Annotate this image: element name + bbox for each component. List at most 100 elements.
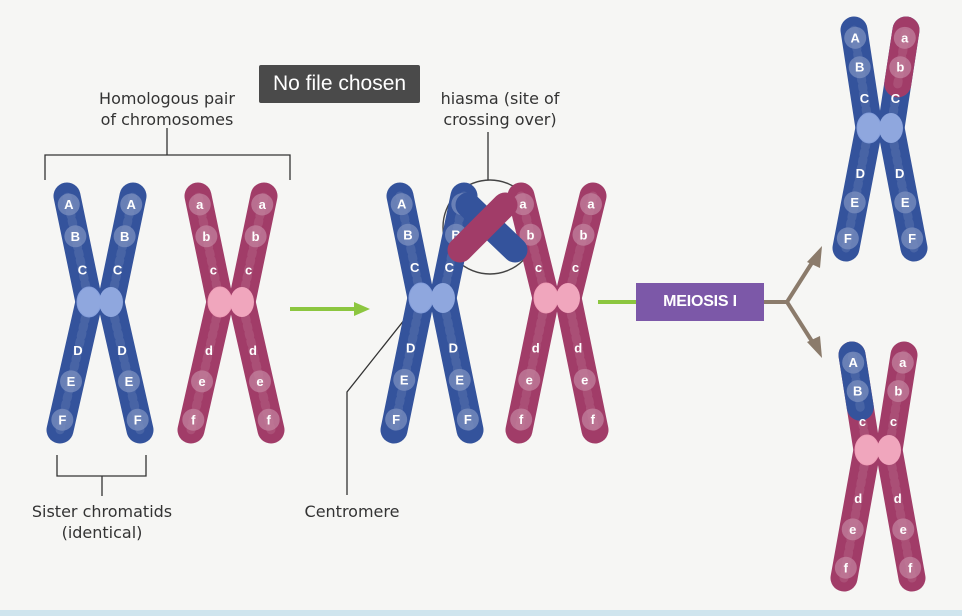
product-bottom-chromatid-right-band-b bbox=[887, 380, 910, 403]
pink-chromosome-1-chromatid-left-gene-e: e bbox=[198, 374, 205, 389]
pink-chromosome-1-chromatid-left-band-e bbox=[191, 370, 214, 393]
product-bottom-chromatid-left-band-e bbox=[841, 518, 864, 541]
pink-chromosome-2-chromatid-right-gene-f: f bbox=[591, 412, 596, 427]
pink-chromosome-1-chromatid-right-gene-d: d bbox=[249, 343, 257, 358]
product-bottom-chromatid-left-lower-arm-texture bbox=[839, 445, 872, 583]
product-bottom-chromatid-right-gene-a: a bbox=[899, 355, 907, 370]
blue-chromosome-2-chromatid-right-gene-B: B bbox=[451, 227, 460, 242]
pink-chromosome-2-chromatid-right-band-a bbox=[580, 193, 602, 216]
product-top-centromere-left bbox=[856, 112, 882, 144]
product-top-chromatid-right-band-F bbox=[901, 227, 924, 250]
pink-chromosome-1-chromatid-right-gene-c: c bbox=[245, 263, 252, 278]
brown-arrow-up-head bbox=[807, 246, 822, 268]
green-arrow-head-1 bbox=[354, 302, 370, 316]
blue-chromosome-1-chromatid-left-lower-arm-texture bbox=[55, 297, 94, 435]
sister-chromatids-label: Sister chromatids (identical) bbox=[20, 501, 184, 543]
blue-chromosome-2-chromatid-right-band-E bbox=[448, 368, 471, 391]
blue-chromosome-2-chromatid-right-gene-F: F bbox=[464, 412, 472, 427]
product-bottom-chromatid-left-band-B bbox=[846, 380, 869, 403]
blue-chromosome-2-centromere-right bbox=[431, 283, 455, 313]
product-bottom-chromatid-left-gene-f: f bbox=[844, 560, 849, 575]
pink-chromosome-1-chromatid-left-lower-arm-texture bbox=[186, 297, 225, 435]
product-top-chromatid-right-band-a bbox=[893, 26, 916, 49]
product-bottom-chromatid-right-lower-arm-texture bbox=[884, 445, 917, 583]
pink-chromosome-1-chromatid-left-band-a bbox=[188, 193, 211, 216]
homologous-bracket bbox=[44, 154, 291, 180]
product-top-chromatid-right-band-E bbox=[894, 191, 917, 214]
blue-chromosome-1-chromatid-right-gene-D: D bbox=[117, 343, 126, 358]
blue-chromosome-2-chromatid-right-lower-arm-texture bbox=[438, 293, 475, 435]
pink-chromosome-1-chromatid-left-gene-c: c bbox=[210, 263, 217, 278]
product-top-chromatid-left-band-E bbox=[843, 191, 866, 214]
blue-chromosome-1-chromatid-right-band-E bbox=[117, 370, 140, 393]
blue-chromosome-1-chromatid-right-gene-E: E bbox=[125, 374, 134, 389]
product-top-chromatid-left-band-F bbox=[836, 227, 859, 250]
pink-chromosome-2-chromatid-left-gene-f: f bbox=[519, 412, 524, 427]
blue-chromosome-2-chromatid-left-gene-C: C bbox=[410, 260, 420, 275]
sister-bracket bbox=[56, 455, 147, 477]
pink-chromosome-1-chromatid-left-gene-b: b bbox=[202, 229, 210, 244]
centromere-pointer bbox=[346, 299, 421, 495]
blue-chromosome-1-chromatid-left-gene-A: A bbox=[64, 197, 74, 212]
blue-chromosome-1-chromatid-left-gene-C: C bbox=[78, 263, 88, 278]
blue-chromosome-1-chromatid-right-lower-arm-texture bbox=[106, 297, 145, 435]
blue-chromosome-1-chromatid-left-gene-F: F bbox=[58, 412, 66, 427]
pink-chromosome-2-chromatid-left-gene-c: c bbox=[535, 260, 542, 275]
product-bottom-chromatid-left-gene-e: e bbox=[849, 522, 856, 537]
pink-chromosome-1-chromatid-left-gene-a: a bbox=[196, 197, 204, 212]
blue-chromosome-1-chromatid-right-gene-B: B bbox=[120, 229, 129, 244]
product-bottom-chromatid-right-band-f bbox=[899, 556, 922, 579]
product-top-chromatid-right-gene-E: E bbox=[901, 195, 910, 210]
pink-chromosome-1-chromatid-right-gene-e: e bbox=[256, 374, 263, 389]
chiasma-label: hiasma (site of crossing over) bbox=[432, 88, 568, 130]
pink-chromosome-2-chromatid-right-gene-d: d bbox=[574, 341, 582, 356]
blue-chromosome-1-chromatid-left-band-F bbox=[51, 408, 74, 431]
product-bottom-chromatid-right-band-a bbox=[891, 351, 914, 374]
pink-chromosome-2-chromatid-left-gene-e: e bbox=[526, 372, 533, 387]
blue-chromosome-1-centromere-right bbox=[99, 287, 123, 317]
pink-chromosome-1-chromatid-right-band-b bbox=[244, 225, 267, 248]
pink-chromosome-2-chromatid-right-gene-e: e bbox=[581, 372, 588, 387]
product-bottom-centromere-left bbox=[854, 434, 880, 466]
blue-chromosome-2-chromatid-left-gene-F: F bbox=[392, 412, 400, 427]
meiosis-i-box: MEIOSIS I bbox=[636, 283, 764, 321]
pink-chromosome-2-chromatid-left-band-a bbox=[512, 193, 534, 216]
product-top-chromatid-left-band-A bbox=[844, 26, 867, 49]
pink-chromosome-1-chromatid-right-band-f bbox=[257, 408, 280, 431]
product-bottom-chromatid-left-band-A bbox=[842, 351, 865, 374]
pink-chromosome-1-chromatid-left-band-b bbox=[195, 225, 218, 248]
product-bottom-chromatid-right-gene-b: b bbox=[894, 384, 902, 399]
pink-chromosome-1-chromatid-left-band-f bbox=[182, 408, 205, 431]
blue-chromosome-2-chromatid-right-gene-D: D bbox=[449, 341, 458, 356]
pink-chromosome-1-chromatid-left-gene-f: f bbox=[191, 412, 196, 427]
product-top-chromatid-right-gene-C: C bbox=[891, 91, 901, 106]
blue-chromosome-2-chromatid-left-lower-arm-texture bbox=[389, 293, 426, 435]
pink-chromosome-2-centromere-left bbox=[533, 282, 559, 314]
product-bottom-chromatid-left-band-f bbox=[834, 556, 857, 579]
product-top-chromatid-left-gene-E: E bbox=[850, 195, 859, 210]
blue-chromosome-2-chromatid-left-band-F bbox=[385, 408, 408, 431]
pink-chromosome-2-chromatid-right-band-e bbox=[573, 368, 596, 391]
pink-chromosome-1-chromatid-right-lower-arm-texture bbox=[237, 297, 276, 435]
product-bottom-chromatid-right-gene-f: f bbox=[908, 560, 913, 575]
product-bottom-chromatid-left-gene-A: A bbox=[849, 355, 859, 370]
product-top-chromatid-left-gene-F: F bbox=[844, 231, 852, 246]
blue-chromosome-1-chromatid-right-band-A bbox=[120, 193, 143, 216]
blue-chromosome-1-chromatid-left-gene-E: E bbox=[67, 374, 76, 389]
product-top-chromatid-right-gene-F: F bbox=[908, 231, 916, 246]
product-top-chromatid-left-gene-A: A bbox=[851, 30, 861, 45]
homologous-pair-text: Homologous pair of chromosomes bbox=[99, 89, 235, 129]
pink-chromosome-2-chromatid-left-band-e bbox=[518, 368, 541, 391]
pink-chromosome-2-chromatid-left-band-f bbox=[510, 408, 533, 431]
blue-chromosome-2-chromatid-right-gene-E: E bbox=[455, 372, 464, 387]
pink-chromosome-2-chromatid-right-gene-c: c bbox=[572, 260, 579, 275]
brown-arrow-up bbox=[764, 256, 817, 304]
pink-chromosome-1-chromatid-right-gene-a: a bbox=[259, 197, 267, 212]
centromere-label: Centromere bbox=[292, 501, 412, 522]
file-input-tooltip[interactable]: No file chosen bbox=[259, 65, 421, 103]
pink-chromosome-2-chromatid-left-gene-a: a bbox=[519, 197, 527, 212]
pink-chromosome-1-chromatid-right-gene-f: f bbox=[267, 412, 272, 427]
product-top-chromatid-left-gene-B: B bbox=[855, 60, 864, 75]
